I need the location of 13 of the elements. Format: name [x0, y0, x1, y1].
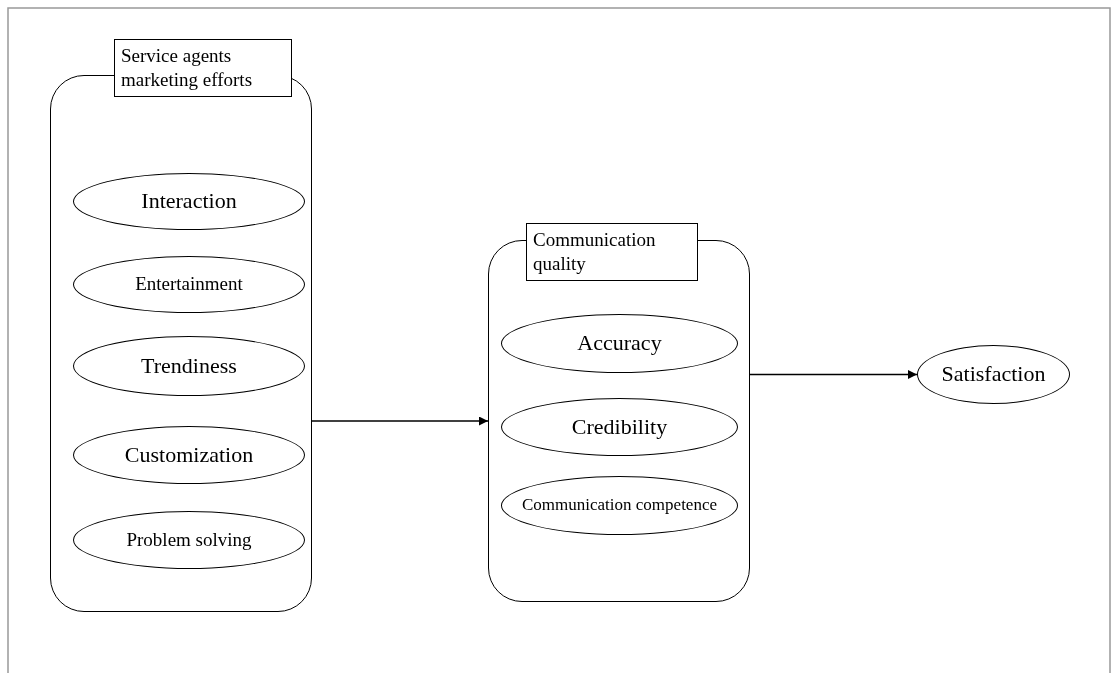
node-label: Communication competence — [522, 496, 717, 515]
node-label: Interaction — [141, 189, 237, 214]
node-label: Entertainment — [135, 274, 243, 295]
arrow — [311, 416, 489, 426]
node-label: Satisfaction — [941, 362, 1046, 387]
arrow — [749, 370, 918, 379]
node-label: Problem solving — [126, 529, 252, 551]
heading-box: Service agents marketing efforts — [114, 39, 292, 97]
node-label: Credibility — [571, 414, 668, 440]
heading-box: Communication quality — [526, 223, 698, 281]
node-label: Trendiness — [141, 353, 237, 379]
node-label: Accuracy — [577, 331, 662, 356]
node-label: Customization — [124, 442, 254, 468]
